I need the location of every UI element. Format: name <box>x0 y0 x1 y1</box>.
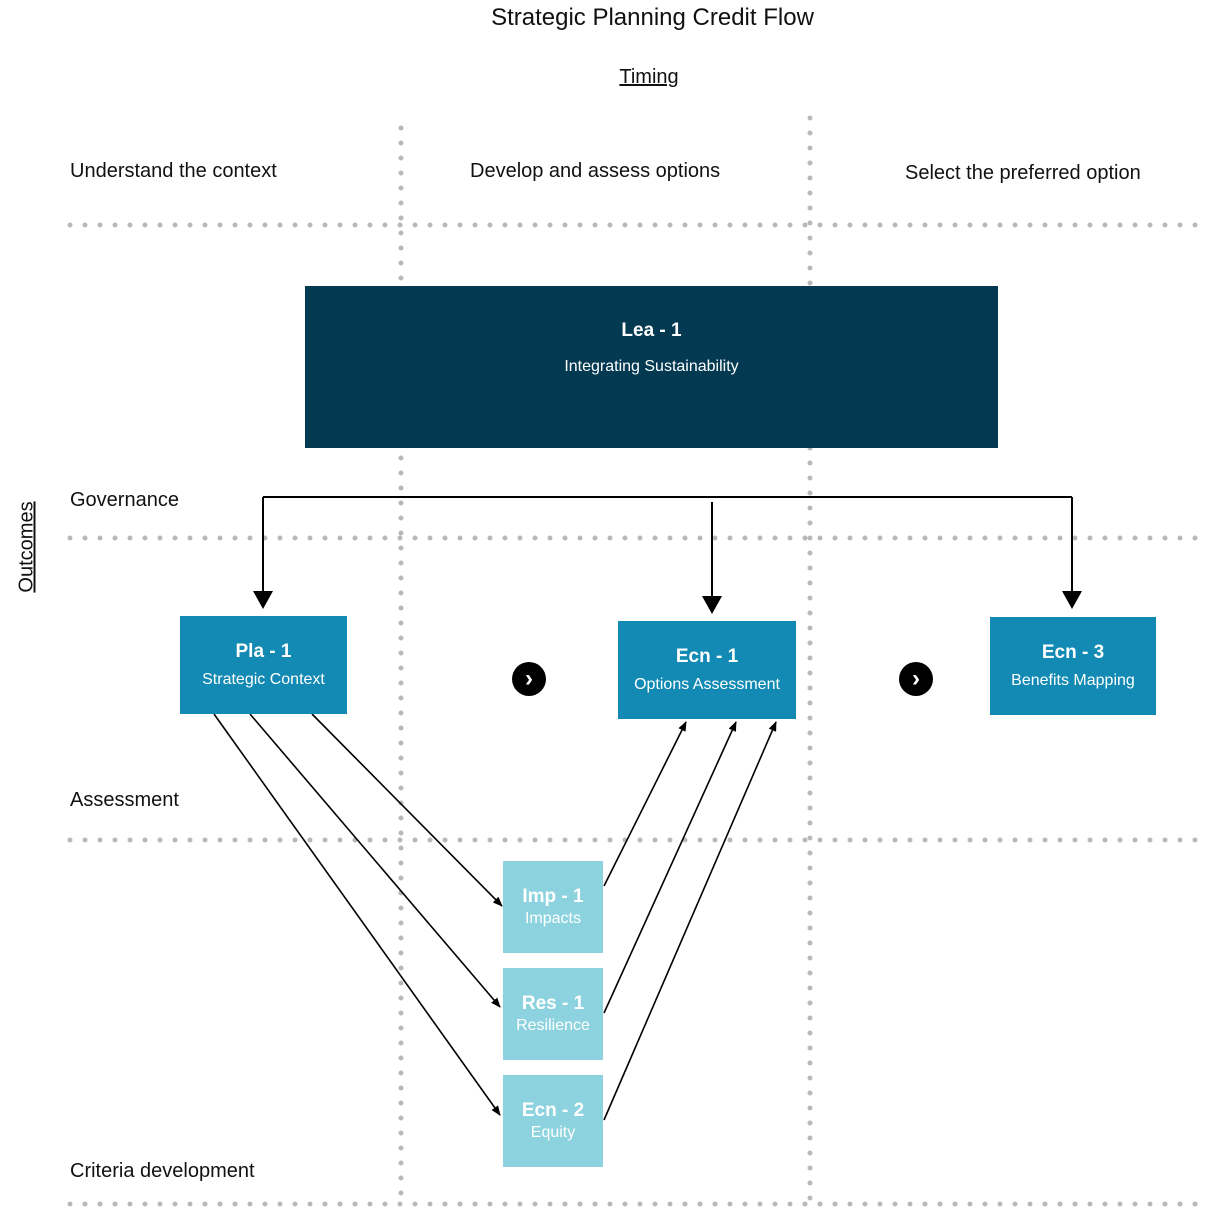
credit-name: Benefits Mapping <box>1011 672 1135 689</box>
credit-box-ecn3[interactable]: Ecn - 3 Benefits Mapping <box>990 617 1156 715</box>
timing-axis-label: Timing <box>619 66 679 88</box>
credit-name: Integrating Sustainability <box>564 358 739 375</box>
arrow-to-ecn3 <box>1062 591 1082 609</box>
arrow-res1-to-ecn1 <box>603 721 737 1014</box>
arrow-to-pla1 <box>253 591 273 609</box>
credit-box-res1[interactable]: Res - 1 Resilience <box>503 968 603 1060</box>
phase-understand-context: Understand the context <box>70 160 277 182</box>
credit-code: Imp - 1 <box>522 886 584 907</box>
credit-box-ecn1[interactable]: Ecn - 1 Options Assessment <box>618 621 796 719</box>
credit-code: Pla - 1 <box>235 641 292 662</box>
next-chevron-icon: › <box>512 662 546 696</box>
arrow-pla1-to-res1 <box>249 713 501 1008</box>
credit-code: Ecn - 3 <box>1041 642 1105 663</box>
credit-box-lea1[interactable]: Lea - 1 Integrating Sustainability <box>305 286 998 448</box>
credit-name: Impacts <box>524 910 581 927</box>
credit-name: Equity <box>530 1124 576 1141</box>
arrow-to-ecn1 <box>702 596 722 614</box>
next-chevron-icon: › <box>899 662 933 696</box>
credit-code: Ecn - 1 <box>675 646 739 667</box>
phase-select-option: Select the preferred option <box>905 162 1141 184</box>
diagram-title: Strategic Planning Credit Flow <box>491 4 814 31</box>
phase-develop-options: Develop and assess options <box>470 160 721 182</box>
credit-box-pla1[interactable]: Pla - 1 Strategic Context <box>180 616 347 714</box>
row-label-governance: Governance <box>70 489 179 511</box>
row-label-assessment: Assessment <box>70 789 179 811</box>
credit-box-imp1[interactable]: Imp - 1 Impacts <box>503 861 603 953</box>
credit-name: Strategic Context <box>202 671 325 688</box>
arrow-pla1-to-ecn2 <box>213 713 501 1116</box>
credit-box-ecn2[interactable]: Ecn - 2 Equity <box>503 1075 603 1167</box>
arrow-ecn2-to-ecn1 <box>603 721 777 1121</box>
credit-code: Lea - 1 <box>621 320 682 341</box>
row-label-criteria-development: Criteria development <box>70 1160 255 1182</box>
outcomes-axis-label: Outcomes <box>15 501 38 593</box>
credit-name: Resilience <box>516 1017 590 1034</box>
arrow-imp1-to-ecn1 <box>603 721 687 887</box>
arrow-pla1-to-imp1 <box>311 713 503 907</box>
credit-code: Ecn - 2 <box>521 1100 585 1121</box>
credit-code: Res - 1 <box>521 993 585 1014</box>
credit-name: Options Assessment <box>634 676 780 693</box>
